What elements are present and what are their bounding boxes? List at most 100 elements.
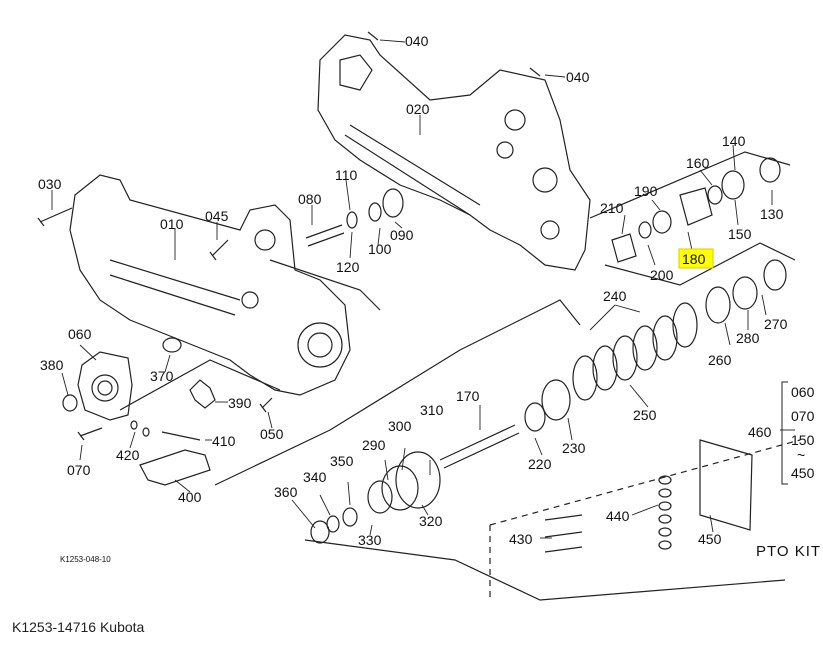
spring-210 (611, 233, 637, 263)
drawing-code: K1253-048-10 (60, 555, 111, 564)
part-label-130: 130 (760, 206, 784, 222)
pto-kit-label: PTO KIT (756, 543, 821, 560)
box-line-a (589, 151, 791, 219)
part-label-240: 240 (603, 288, 627, 304)
range-label-150: 150 (791, 432, 815, 448)
plate-260 (705, 286, 731, 324)
box-line-c (214, 299, 581, 486)
part-label-360: 360 (274, 484, 298, 500)
ring-230 (541, 379, 571, 421)
exploded-parts-diagram: 0400400200300100450801100901001201401601… (37, 31, 821, 601)
box-line-d (304, 539, 786, 601)
part-label-280: 280 (736, 330, 760, 346)
part-label-390: 390 (228, 395, 252, 411)
bracket-390 (189, 379, 216, 409)
part-label-020: 020 (406, 101, 430, 117)
leader-lines (51, 39, 795, 539)
range-label-450: 450 (791, 465, 815, 481)
cover-060 (77, 351, 133, 421)
ring-190 (652, 210, 672, 234)
part-label-410: 410 (212, 433, 236, 449)
bolt-050 (259, 397, 273, 413)
part-label-440: 440 (606, 508, 630, 524)
part-label-350: 350 (330, 453, 354, 469)
plate-300 (381, 465, 419, 511)
part-label-330: 330 (358, 532, 382, 548)
part-label-200: 200 (650, 267, 674, 283)
part-label-030: 030 (38, 176, 62, 192)
part-label-110: 110 (335, 167, 358, 183)
part-label-080: 080 (298, 191, 322, 207)
bracket-400 (139, 449, 211, 486)
part-label-340: 340 (303, 469, 327, 485)
nuts-440 (658, 475, 672, 550)
washer-340 (326, 515, 340, 533)
box-line-b (604, 242, 796, 286)
part-label-320: 320 (419, 513, 443, 529)
part-label-100: 100 (368, 241, 392, 257)
part-label-090: 090 (390, 227, 414, 243)
collar-180 (679, 187, 713, 226)
part-label-370: 370 (150, 368, 174, 384)
ring-270 (763, 259, 787, 291)
part-label-050: 050 (260, 426, 284, 442)
part-label-450: 450 (698, 531, 722, 547)
shaft-170 (439, 424, 520, 469)
gear-140 (721, 170, 745, 200)
part-label-190: 190 (634, 183, 658, 199)
part-label-380: 380 (40, 357, 64, 373)
washer-350 (342, 507, 358, 527)
bearing-100 (368, 202, 382, 222)
part-label-460: 460 (748, 424, 772, 440)
snap-ring-220 (524, 402, 546, 432)
washer-290 (367, 480, 393, 514)
part-label-430: 430 (509, 531, 533, 547)
range-label-070: 070 (791, 408, 815, 424)
bolt-040-b (529, 67, 541, 77)
disc-310 (395, 451, 441, 509)
part-label-260: 260 (708, 352, 732, 368)
part-label-120: 120 (336, 259, 360, 275)
part-label-420: 420 (116, 447, 140, 463)
washer-110 (346, 211, 358, 229)
highlight-180 (678, 248, 714, 269)
washer-200 (638, 221, 652, 239)
image-caption: K1253-14716 Kubota (12, 619, 145, 635)
shaft-080 (305, 224, 345, 247)
part-label-400: 400 (178, 489, 202, 505)
bolt-070 (77, 427, 103, 441)
upper-housing-020 (317, 34, 591, 271)
part-label-170: 170 (456, 388, 480, 404)
part-label-270: 270 (764, 316, 788, 332)
gasket-450 (699, 439, 753, 531)
studs-430 (544, 514, 583, 553)
part-label-045: 045 (205, 208, 229, 224)
part-label-220: 220 (528, 456, 552, 472)
part-label-300: 300 (388, 418, 412, 434)
bolt-030 (37, 207, 73, 227)
bolt-045 (209, 239, 229, 261)
part-160 (707, 185, 723, 205)
part-label-150: 150 (728, 226, 752, 242)
pto-kit-dashed-box (489, 439, 801, 600)
seal-380 (62, 394, 78, 412)
part-label-040: 040 (405, 33, 429, 49)
seal-370 (162, 337, 182, 353)
part-label-160: 160 (686, 155, 710, 171)
gear-090 (382, 188, 404, 218)
part-label-250: 250 (633, 407, 657, 423)
part-label-290: 290 (362, 437, 386, 453)
pin-420-a (130, 420, 138, 430)
part-label-230: 230 (562, 440, 586, 456)
gear-280 (732, 276, 758, 310)
part-label-060: 060 (68, 326, 92, 342)
bolt-040-a (367, 31, 379, 41)
part-label-070: 070 (67, 462, 91, 478)
part-label-040: 040 (566, 69, 590, 85)
pin-410 (161, 431, 201, 441)
range-label-tilde: ~ (797, 447, 805, 463)
clutch-pack-240-250 (572, 302, 698, 401)
part-label-180-highlighted: 180 (682, 251, 706, 267)
part-label-310: 310 (420, 402, 444, 418)
